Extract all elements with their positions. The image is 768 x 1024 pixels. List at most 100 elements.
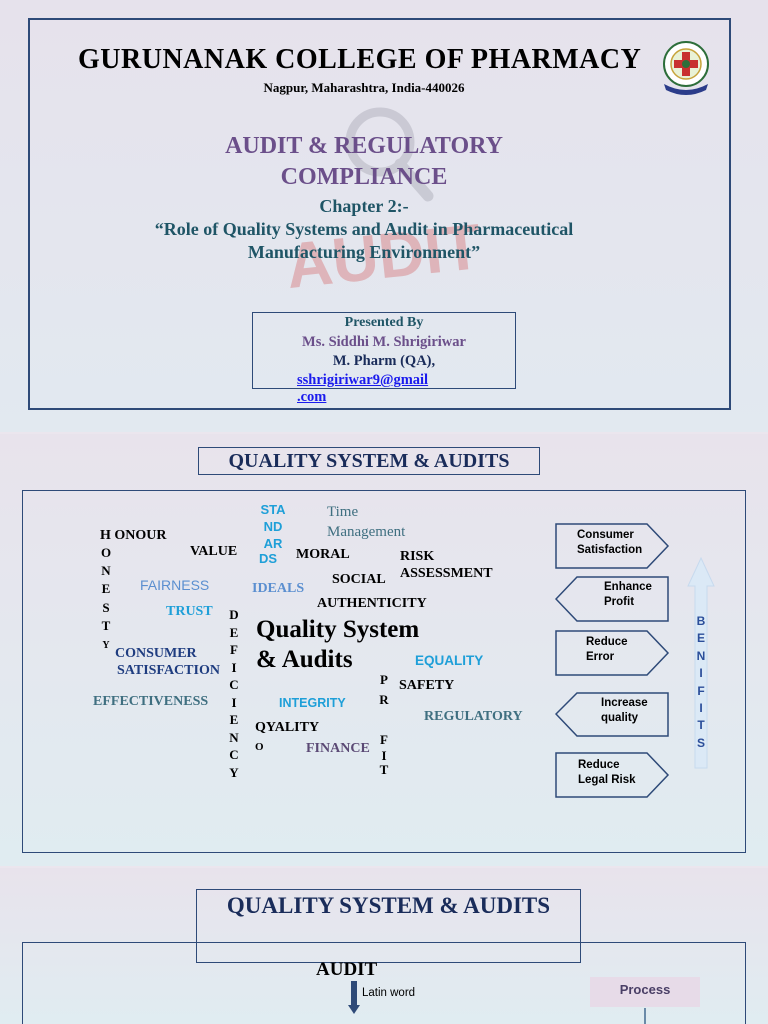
word-trust: TRUST [166,604,213,619]
word-consumer: CONSUMER [115,646,197,661]
slide-2 [0,434,768,866]
word-time: Time [327,504,359,520]
process-connector [644,1008,646,1024]
presenter-qualification: M. Pharm (QA), [332,353,436,369]
email-line2: .com [297,389,327,405]
standards-part: AR [263,535,283,551]
deficiency-letter: I [231,659,237,675]
badge-text: Error [586,650,615,663]
slide-3-frame [22,942,746,1024]
profit-letter: I [381,747,387,763]
benefits-up-arrow-icon [687,556,715,769]
down-arrow-icon [348,981,360,1014]
college-address: Nagpur, Maharashtra, India-440026 [263,80,465,95]
benefit-badges-graphic [555,523,670,798]
badge-text: Consumer [577,529,634,541]
badge-text: Reduce [586,636,628,648]
deficiency-letter: C [229,677,239,693]
badge-text: Satisfaction [577,543,643,556]
badge-arrow-right [555,752,670,798]
presented-by-label: Presented By [344,315,424,330]
center-title-line2: & Audits [256,646,353,673]
word-cloud-frame [22,490,746,853]
presenter-name: Ms. Siddhi M. Shrigiriwar [302,334,466,350]
word-moral: MORAL [296,547,350,562]
word-safety: SAFETY [399,678,455,693]
benefits-letter: N [696,648,706,663]
benefits-letter: S [696,735,705,750]
benefits-letter: I [699,700,703,715]
chapter-label: Chapter 2:- [319,196,409,216]
badge-text: Profit [604,595,635,608]
badge-arrow-left [555,576,669,622]
word-finance: FINANCE [306,741,370,756]
badge-arrow-right [555,630,670,676]
badge-increase-quality: Increase quality [601,696,648,726]
slide-2-title: QUALITY SYSTEM & AUDITS [198,447,540,475]
word-honour: H ONOUR [100,528,167,543]
honesty-letter: Y [102,639,110,651]
honesty-letter: E [101,581,111,597]
word-management: Management [327,524,406,540]
badge-text: Enhance [604,581,652,593]
subject-title-line1: AUDIT & REGULATORY [225,133,503,159]
center-title-line1: Quality System [256,616,420,643]
deficiency-letter: I [231,694,237,710]
standards-part: ND [263,518,283,534]
college-name: GURUNANAK COLLEGE OF PHARMACY [78,44,642,75]
word-ideals: IDEALS [252,581,305,596]
benefits-letter: F [697,683,705,698]
deficiency-letter: E [229,712,239,728]
subject-title-line2: COMPLIANCE [280,164,448,190]
profit-letter: T [379,761,389,777]
benefits-letter: I [699,666,703,681]
word-authenticity: AUTHENTICITY [317,596,427,611]
topic-line2: Manufacturing Environment” [247,242,481,262]
honesty-letter: T [101,617,111,633]
word-o: O [255,741,264,753]
badge-text: quality [601,711,639,724]
slide-1 [0,0,768,432]
standards-part: STA [260,502,286,517]
profit-letter: F [380,732,388,748]
word-value: VALUE [190,544,238,559]
badge-text: Legal Risk [578,773,636,786]
benefits-letter: B [696,614,706,628]
badge-text: Increase [601,697,648,709]
honesty-letter: O [100,545,112,560]
word-fairness: FAIRNESS [140,577,210,593]
benefits-letter: T [697,718,705,733]
audit-watermark-icon: AUDIT [288,107,478,290]
benefits-letter: E [696,631,705,646]
deficiency-letter: D [229,607,239,622]
badge-text: Reduce [578,759,620,771]
college-seal-icon [663,41,709,95]
word-effectiveness: EFFECTIVENESS [93,694,209,709]
word-profit-vertical: P R O F I T [377,670,391,780]
slide-3-title-box [196,889,581,963]
word-assessment: ASSESSMENT [400,566,493,581]
word-equality: EQUALITY [415,653,484,668]
presenter-email-link[interactable]: sshrigiriwar9@gmail.com [297,372,428,406]
deficiency-letter: E [229,624,239,640]
presenter-box [252,312,516,389]
topic-line1: “Role of Quality Systems and Audit in Ph… [154,219,574,239]
profit-letter: R [379,692,389,708]
badge-arrow-left [555,692,669,737]
benefits-vertical-label: B E N I F I T S [693,613,709,752]
word-regulatory: REGULATORY [424,709,523,724]
word-honesty-vertical: O N E S T Y [100,544,112,653]
word-standards-vertical: STA ND AR [257,502,289,553]
badge-arrow-right [555,523,670,569]
word-qyality: QYALITY [255,720,320,735]
word-risk: RISK [400,549,435,564]
slide-1-frame [28,18,731,410]
word-satisfaction: SATISFACTION [117,663,220,678]
latin-word-label: Latin word [362,987,416,999]
deficiency-letter: F [230,642,238,658]
honesty-letter: S [102,599,110,615]
